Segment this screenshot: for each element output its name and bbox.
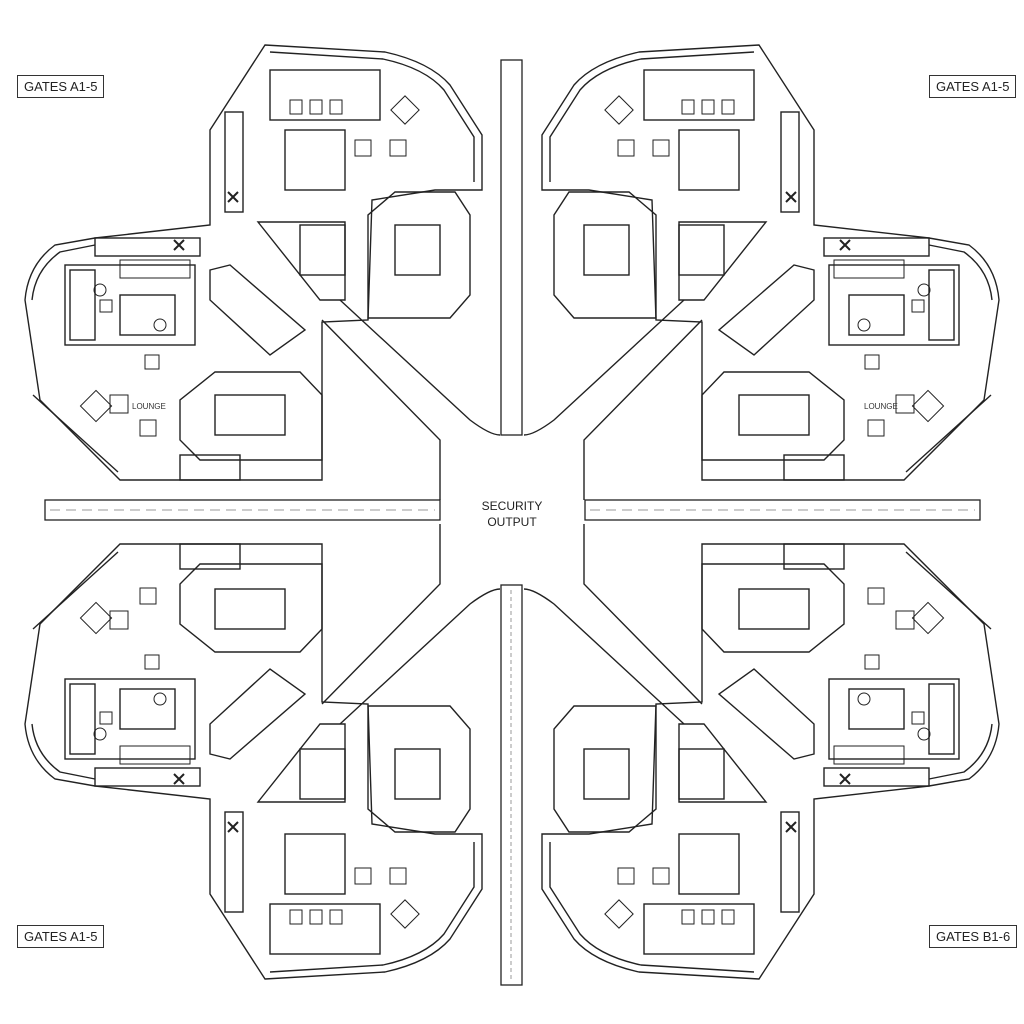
room-label-lounge-left: LOUNGE — [132, 402, 166, 411]
pod-top-right — [523, 44, 1000, 501]
pod-top-left — [24, 44, 501, 501]
room-label-lounge-right: LOUNGE — [864, 402, 898, 411]
gate-label-top-left: GATES A1-5 — [17, 75, 105, 98]
gate-label-bottom-right: GATES B1-6 — [929, 925, 1018, 948]
security-label-line2: OUTPUT — [487, 515, 537, 529]
security-output-label: SECURITY OUTPUT — [472, 498, 552, 530]
corridor-horizontal-left — [44, 499, 441, 521]
gate-label-bottom-left: GATES A1-5 — [17, 925, 105, 948]
corridor-vertical-bottom — [500, 584, 523, 986]
pod-bottom-right — [523, 523, 1000, 980]
security-label-line1: SECURITY — [481, 499, 543, 513]
corridor-horizontal-right — [584, 499, 981, 521]
gate-label-top-right: GATES A1-5 — [929, 75, 1017, 98]
corridor-vertical-top — [500, 59, 523, 436]
pod-bottom-left — [24, 523, 501, 980]
